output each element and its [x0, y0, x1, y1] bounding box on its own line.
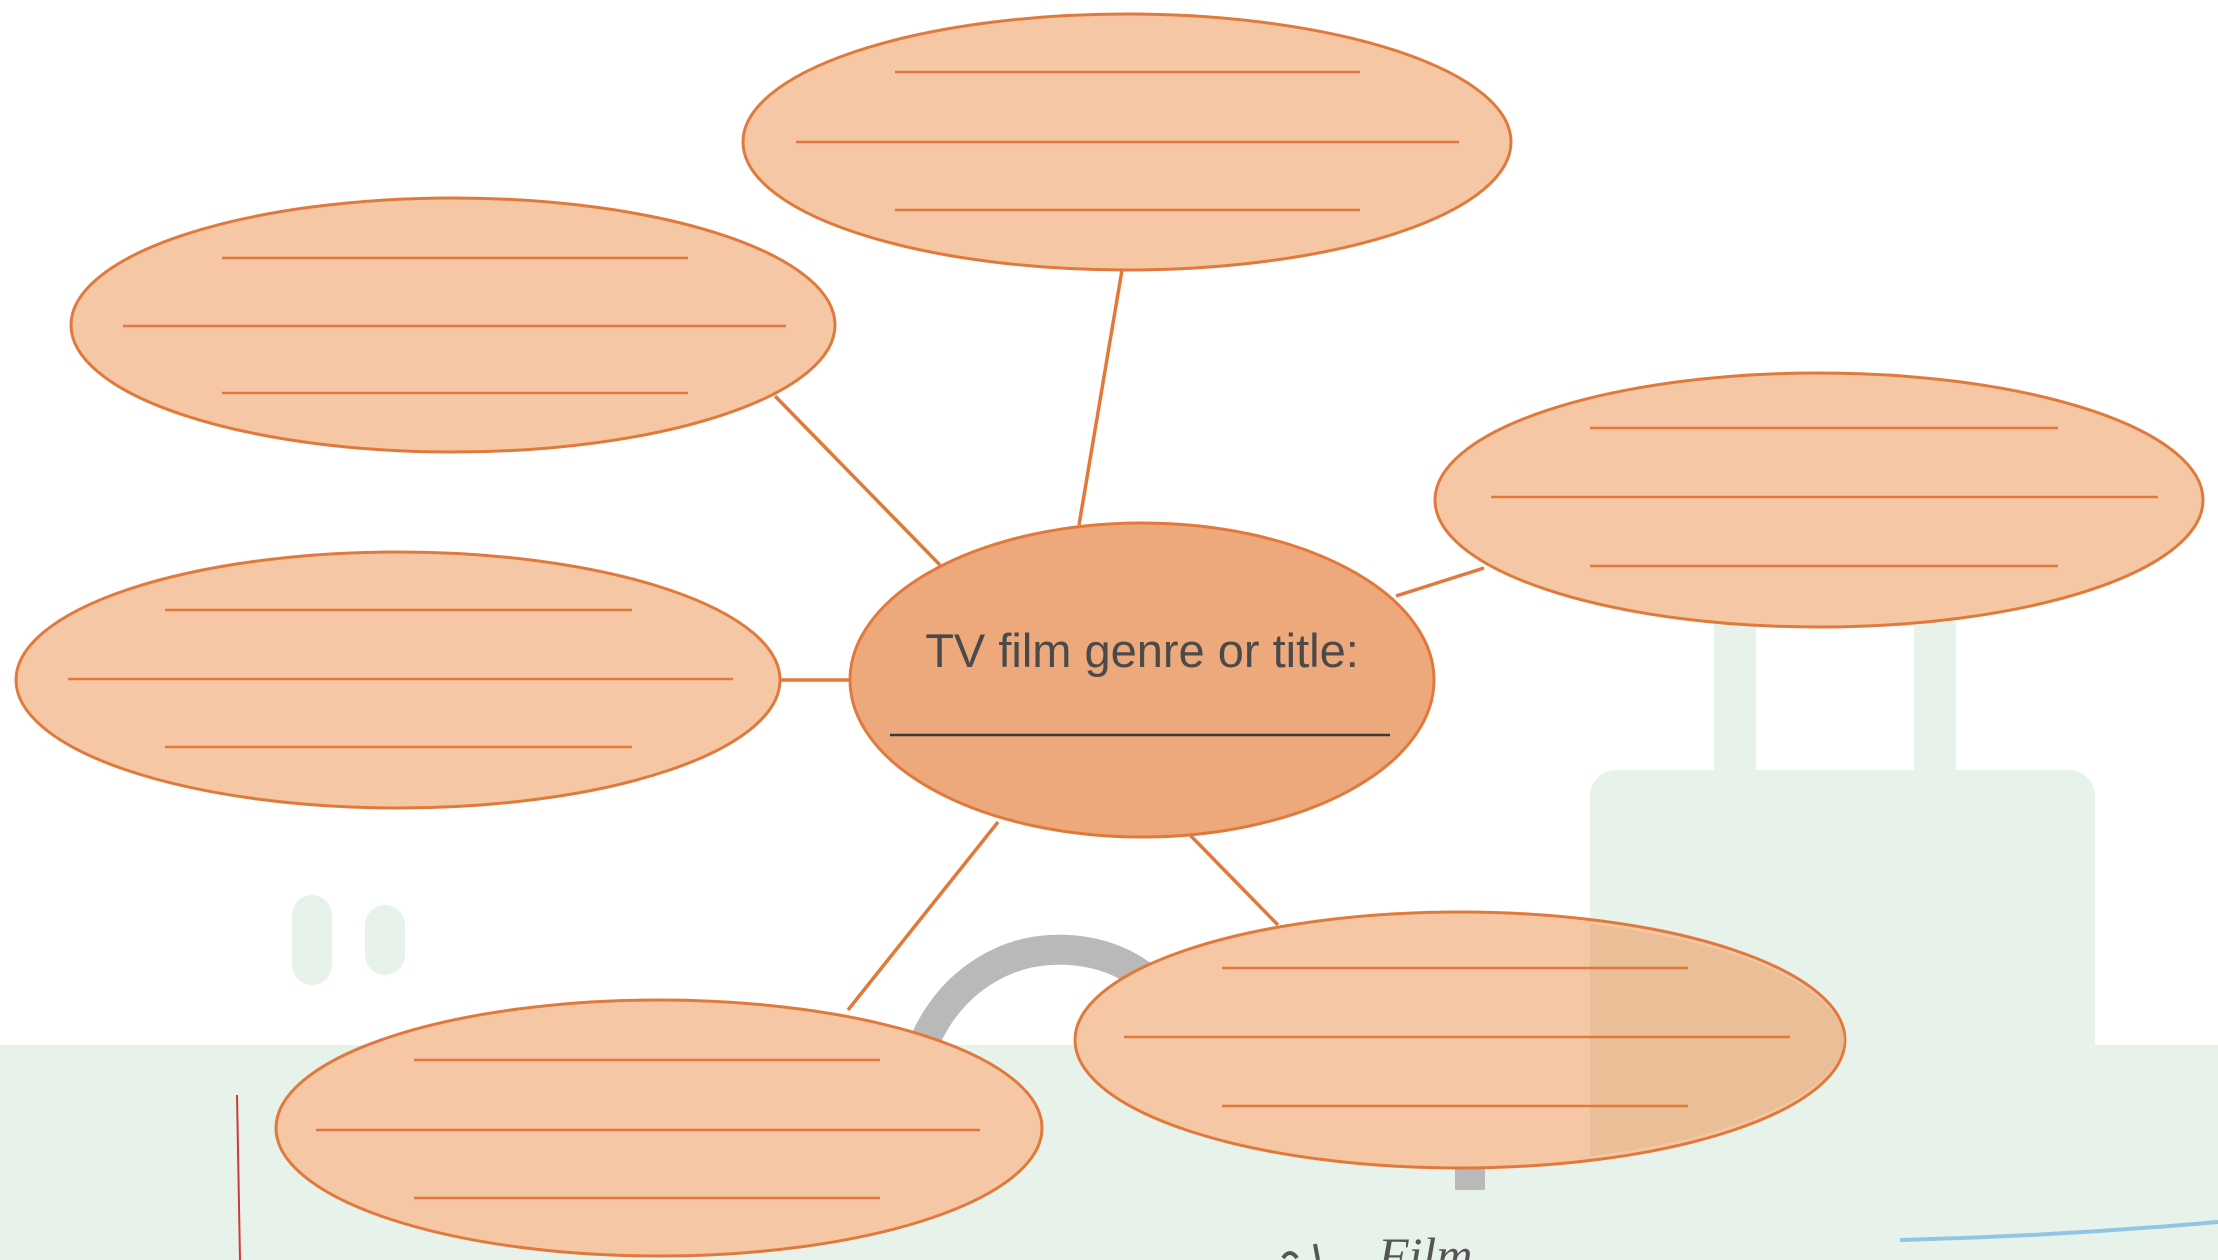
- watermark-bar-3: [125, 1105, 159, 1195]
- connector-bottom-right: [1188, 833, 1280, 927]
- center-label: TV film genre or title:: [925, 624, 1359, 677]
- branch-bubble-top: [741, 12, 1513, 272]
- center-bubble: TV film genre or title:: [848, 521, 1436, 839]
- branch-bubble-left: [14, 550, 782, 810]
- watermark-handle: [1714, 584, 1956, 816]
- watermark-bar-2: [365, 905, 405, 975]
- watermark-red-stroke: [236, 1094, 241, 1260]
- connector-top: [1077, 269, 1124, 526]
- footer-partial-marks: [1281, 1243, 1320, 1260]
- branch-bubble-upper-left: [69, 196, 837, 454]
- footer-partial-mark-1: [1281, 1251, 1299, 1260]
- footer-partial-text: Film: [1377, 1227, 1472, 1260]
- footer-partial-mark-2: [1313, 1243, 1320, 1260]
- branch-bubble-right: [1433, 371, 2205, 629]
- connectors: [773, 269, 1485, 1012]
- connector-upper-left: [773, 394, 942, 567]
- watermark-bar-1: [292, 895, 332, 985]
- watermark-bar-4: [92, 1195, 126, 1255]
- connector-right: [1395, 566, 1485, 598]
- branch-bubble-bottom-left: [274, 998, 1044, 1258]
- branch-bubble-bottom-right: [1073, 910, 1847, 1170]
- connector-bottom-left: [846, 820, 1000, 1012]
- watermark-block: [1590, 770, 2095, 1260]
- bubble-tint: [1590, 924, 1845, 1156]
- watermark-blue-stroke: [1899, 1220, 2218, 1242]
